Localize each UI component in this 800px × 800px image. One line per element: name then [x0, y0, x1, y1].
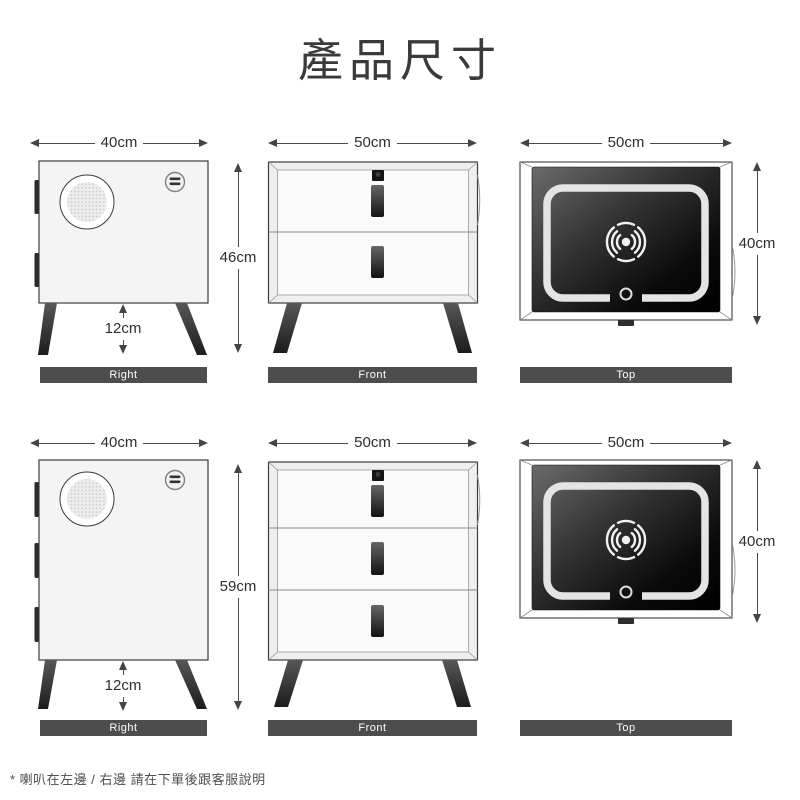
view-label-front: Front	[268, 367, 477, 383]
drawer-handle	[371, 485, 384, 517]
top-width-dimension: 50cm	[520, 134, 732, 152]
dimension-label: 40cm	[100, 134, 138, 151]
arrow-right-icon	[468, 439, 477, 447]
drawer-handle	[371, 605, 384, 637]
ring-gap-dot	[619, 287, 633, 301]
arrow-down-icon	[119, 345, 127, 354]
arrow-left-icon	[268, 439, 277, 447]
arrow-left-icon	[30, 439, 39, 447]
front-width-dimension: 50cm	[268, 134, 477, 152]
side-width-dimension: 40cm	[30, 134, 208, 152]
cabinet-leg	[38, 660, 57, 709]
arrow-down-icon	[119, 702, 127, 711]
cabinet-leg	[175, 660, 207, 709]
wireless-charging-icon	[605, 519, 647, 561]
view-label-top: Top	[520, 720, 732, 736]
dimension-label: 50cm	[607, 134, 645, 151]
side-width-dimension: 40cm	[30, 434, 208, 452]
wireless-charging-icon	[605, 221, 647, 263]
drawer-handle	[371, 246, 384, 278]
arrow-up-icon	[753, 162, 761, 171]
cabinet-leg	[38, 303, 57, 355]
drawer-handle	[371, 185, 384, 217]
top-depth-dimension: 40cm	[734, 460, 780, 623]
view-label-right: Right	[40, 367, 207, 383]
dimension-label: 40cm	[738, 234, 776, 252]
arrow-up-icon	[234, 464, 242, 473]
view-label-top: Top	[520, 367, 732, 383]
cabinet-leg	[274, 660, 303, 707]
drawer-handle	[371, 542, 384, 575]
arrow-up-icon	[119, 661, 127, 670]
dimension-label: 40cm	[100, 434, 138, 451]
led-ring	[543, 184, 709, 302]
drawer-edge-tab	[34, 607, 39, 642]
top-width-dimension: 50cm	[520, 434, 732, 452]
dimension-label: 50cm	[607, 434, 645, 451]
cabinet-leg	[273, 303, 302, 353]
front-view-diagram	[267, 461, 481, 707]
arrow-down-icon	[753, 316, 761, 325]
page-title: 產品尺寸	[297, 35, 502, 86]
side-speaker-bulge	[732, 246, 736, 298]
arrow-right-icon	[468, 139, 477, 147]
arrow-left-icon	[268, 139, 277, 147]
dimension-label: 12cm	[104, 320, 142, 337]
usb-ports-icon	[164, 171, 186, 193]
side-view-diagram	[34, 160, 209, 355]
rear-tab	[618, 320, 634, 326]
arrow-left-icon	[520, 139, 529, 147]
arrow-down-icon	[234, 701, 242, 710]
side-speaker-bulge	[477, 174, 481, 226]
cabinet-leg	[443, 303, 472, 353]
rear-tab	[618, 618, 634, 624]
cabinet-leg	[442, 660, 471, 707]
top-depth-dimension: 40cm	[734, 162, 780, 325]
sensor-button	[372, 170, 384, 181]
arrow-down-icon	[234, 344, 242, 353]
speaker-side-note: * 喇叭在左邊 / 右邊 請在下單後跟客服說明	[10, 772, 266, 787]
top-view-diagram	[519, 161, 736, 326]
sensor-button	[372, 470, 384, 481]
view-label-front: Front	[268, 720, 477, 736]
arrow-right-icon	[723, 139, 732, 147]
arrow-left-icon	[520, 439, 529, 447]
arrow-up-icon	[234, 163, 242, 172]
front-width-dimension: 50cm	[268, 434, 477, 452]
leg-height-dimension: 12cm	[100, 304, 146, 354]
dimension-label: 50cm	[354, 134, 391, 151]
cabinet-leg	[175, 303, 207, 355]
ring-gap-dot	[619, 585, 633, 599]
arrow-right-icon	[199, 439, 208, 447]
dimension-label: 12cm	[104, 677, 142, 694]
arrow-right-icon	[199, 139, 208, 147]
drawer-edge-tab	[34, 253, 39, 287]
arrow-right-icon	[723, 439, 732, 447]
dimension-label: 40cm	[738, 532, 776, 550]
view-label-right: Right	[40, 720, 207, 736]
drawer-edge-tab	[34, 543, 39, 578]
arrow-left-icon	[30, 139, 39, 147]
front-height-dimension: 59cm	[215, 464, 261, 710]
leg-height-dimension: 12cm	[100, 661, 146, 711]
dimension-label: 59cm	[219, 578, 257, 595]
side-speaker-bulge	[477, 474, 481, 526]
dimension-label: 50cm	[354, 434, 391, 451]
arrow-down-icon	[753, 614, 761, 623]
usb-ports-icon	[164, 469, 186, 491]
arrow-up-icon	[119, 304, 127, 313]
speaker-grill-icon	[59, 471, 115, 527]
arrow-up-icon	[753, 460, 761, 469]
dimension-label: 46cm	[219, 249, 257, 266]
top-view-diagram	[519, 459, 736, 624]
front-height-dimension: 46cm	[215, 163, 261, 353]
led-ring	[543, 482, 709, 600]
side-speaker-bulge	[732, 544, 736, 596]
side-view-diagram	[34, 459, 209, 709]
drawer-edge-tab	[34, 482, 39, 517]
drawer-edge-tab	[34, 180, 39, 214]
speaker-grill-icon	[59, 174, 115, 230]
front-view-diagram	[267, 161, 481, 353]
